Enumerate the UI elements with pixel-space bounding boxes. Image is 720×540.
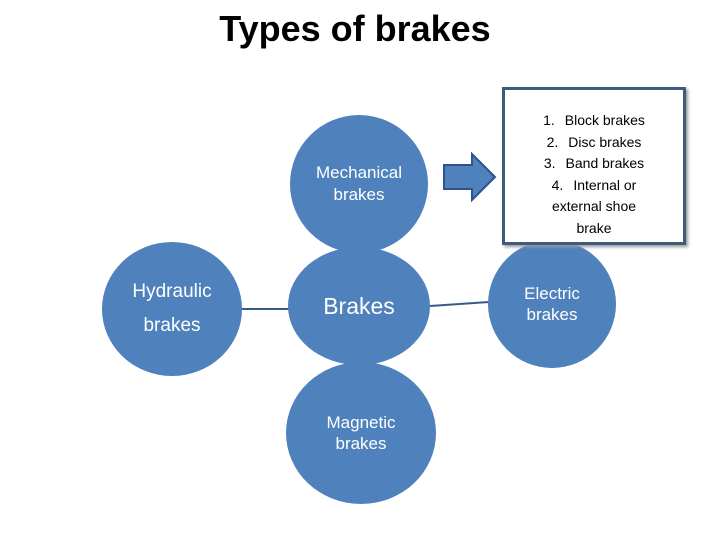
right-arrow-icon	[443, 152, 497, 202]
list-item-number: 2.	[546, 133, 559, 150]
list-item: external shoe	[511, 196, 677, 218]
list-item: 3. Band brakes	[511, 153, 677, 175]
electric-label-line2: brakes	[526, 305, 578, 324]
brakes-center-node: Brakes	[288, 247, 430, 365]
list-item: 1. Block brakes	[511, 110, 677, 132]
hydraulic-label-line1: Hydraulic	[132, 281, 212, 302]
electric-label-line1: Electric	[524, 284, 580, 303]
list-item-text: brake	[576, 219, 612, 236]
center-label: Brakes	[323, 292, 395, 319]
list-item-number: 3.	[543, 155, 556, 171]
mechanical-label-line1: Mechanical	[316, 163, 402, 182]
mechanical-label-line2: brakes	[333, 185, 385, 204]
list-item: brake	[511, 218, 677, 240]
magnetic-brakes-node: Magnetic brakes	[286, 362, 436, 504]
connector-electric	[429, 301, 490, 307]
mechanical-brakes-node: Mechanical brakes	[290, 115, 428, 253]
list-item-text: external shoe	[551, 198, 637, 214]
magnetic-label-line1: Magnetic	[326, 413, 396, 432]
page-title: Types of brakes	[219, 8, 491, 49]
electric-brakes-node: Electric brakes	[488, 240, 616, 368]
hydraulic-brakes-node: Hydraulic brakes	[102, 242, 242, 376]
hydraulic-label-line2: brakes	[143, 315, 201, 336]
list-item: 4. Internal or	[511, 175, 677, 197]
mechanical-types-list: 1. Block brakes 2. Disc brakes 3. Band brak…	[511, 110, 677, 239]
list-item-text: Internal or	[573, 176, 637, 193]
list-item-text: Disc brakes	[568, 133, 642, 150]
list-item-number: 4.	[551, 176, 564, 193]
list-item-text: Block brakes	[564, 112, 645, 128]
magnetic-label-line2: brakes	[335, 434, 387, 453]
mechanical-types-box: 1. Block brakes 2. Disc brakes 3. Band brak…	[502, 87, 686, 245]
list-item-number: 1.	[543, 112, 555, 128]
list-item-text: Band brakes	[565, 155, 645, 171]
list-item: 2. Disc brakes	[511, 132, 677, 154]
